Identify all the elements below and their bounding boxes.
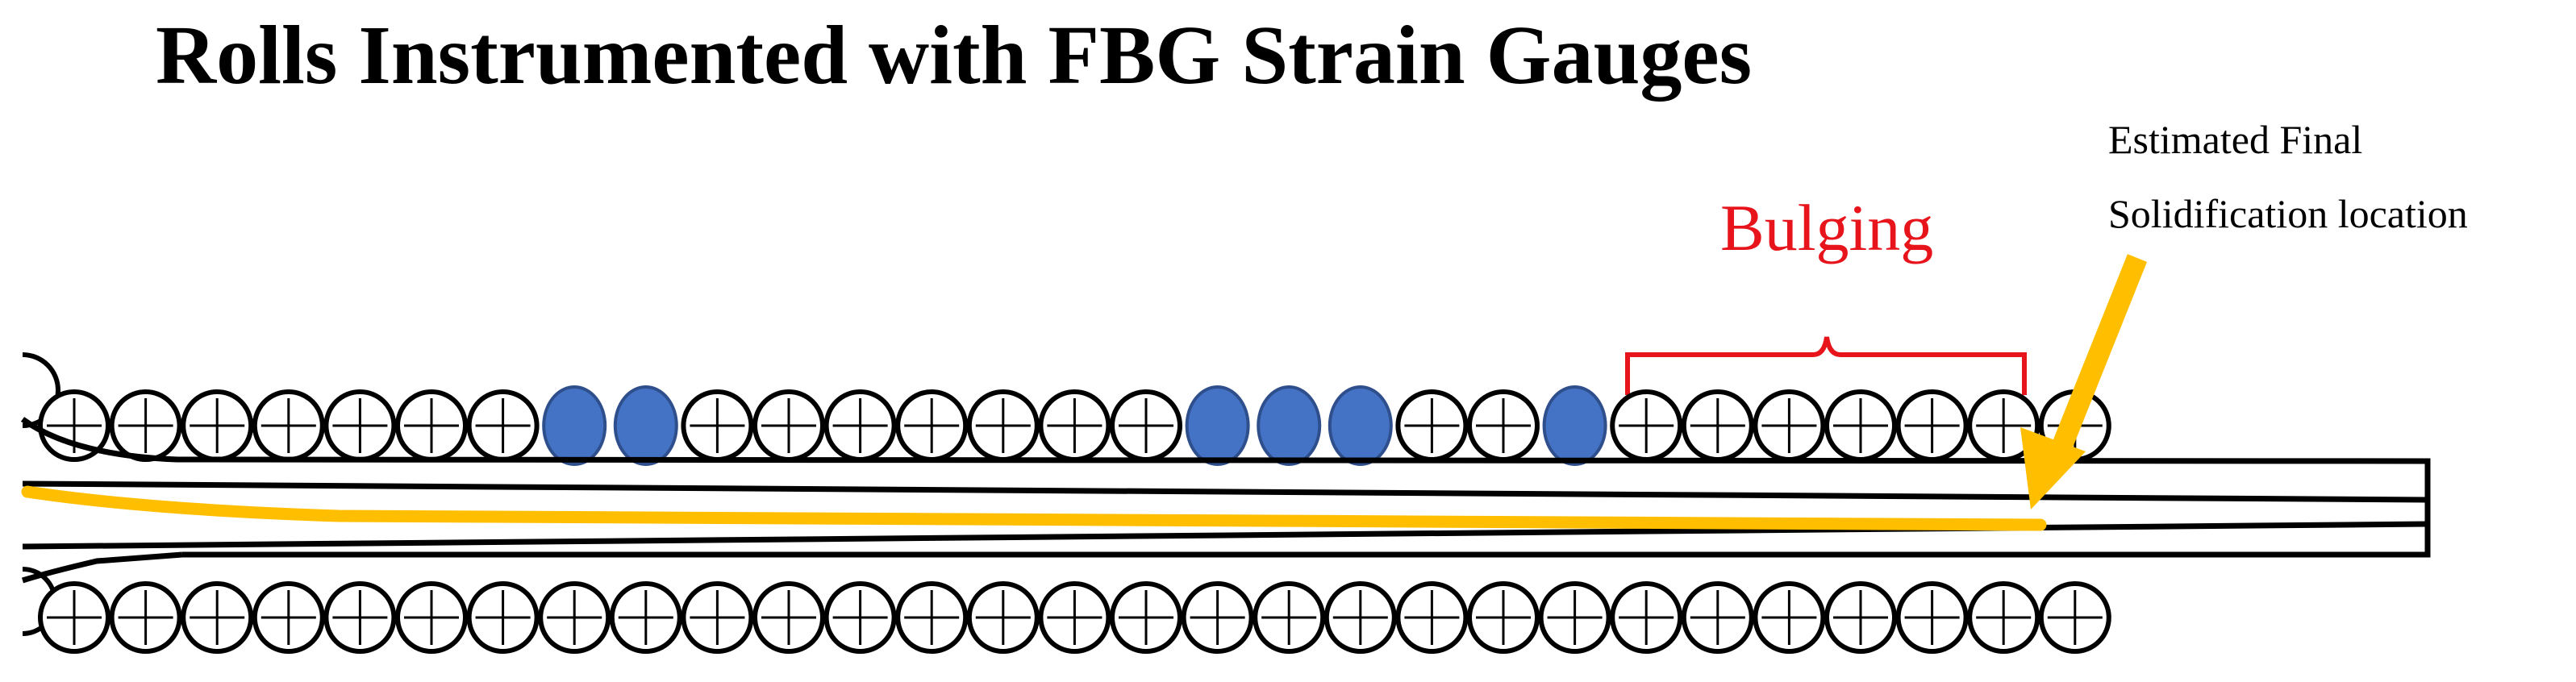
roll-icon (1253, 581, 1326, 654)
estimated-location-label-line1: Estimated Final (2108, 117, 2362, 162)
roll-icon (1467, 581, 1540, 654)
roll-icon (895, 389, 969, 462)
roll-icon (252, 581, 325, 654)
roll-icon (1610, 389, 1683, 462)
roll-icon (1038, 389, 1111, 462)
top-roll-row (22, 352, 2111, 466)
fbg-gauge-icon (1257, 385, 1322, 466)
roll-icon (323, 581, 397, 654)
diagram-title: Rolls Instrumented with FBG Strain Gauge… (156, 9, 1752, 102)
roll-icon (181, 581, 254, 654)
roll-icon (823, 389, 897, 462)
arrow-icon (2020, 254, 2148, 509)
roll-icon (1538, 581, 1611, 654)
roll-icon (181, 389, 254, 462)
roll-icon (1038, 581, 1111, 654)
roll-icon (1395, 389, 1469, 462)
roll-icon (895, 581, 969, 654)
roll-icon (1753, 389, 1826, 462)
roll-icon (1824, 389, 1897, 462)
bottom-roll-row (22, 567, 2111, 654)
fbg-gauge-icon (1542, 385, 1607, 466)
roll-icon (395, 581, 468, 654)
roll-icon (323, 389, 397, 462)
roll-icon (752, 389, 825, 462)
roll-icon (466, 389, 540, 462)
arrow-head (2020, 427, 2086, 509)
bulging-label: Bulging (1720, 191, 1933, 264)
roll-icon (1110, 389, 1182, 462)
roll-icon (1681, 389, 1754, 462)
fbg-gauge-icon (1185, 385, 1250, 466)
roll-icon (1610, 581, 1683, 654)
roll-icon (1395, 581, 1469, 654)
strand-inner-top (22, 480, 2428, 503)
entry-roll-top (22, 352, 60, 428)
strand-top-edge (20, 417, 2431, 558)
roll-icon (109, 581, 182, 654)
roll-icon (395, 389, 468, 462)
roll-icon (538, 581, 611, 654)
bracket-icon (1625, 336, 2027, 395)
roll-icon (1753, 581, 1826, 654)
roll-icon (966, 581, 1040, 654)
roll-icon (681, 389, 754, 462)
arrow-shaft (2046, 254, 2148, 464)
roll-icon (1110, 581, 1182, 654)
roll-icon (1323, 581, 1397, 654)
roll-icon (1895, 581, 1969, 654)
roll-icon (109, 389, 182, 462)
roll-icon (38, 581, 110, 654)
roll-icon (1681, 581, 1754, 654)
estimated-location-label-line2: Solidification location (2108, 191, 2468, 236)
roll-icon (1967, 581, 2040, 654)
roll-icon (2038, 581, 2111, 654)
roll-icon (609, 581, 682, 654)
strand-bottom-edge (21, 551, 183, 584)
roll-icon (1467, 389, 1540, 462)
roll-icon (752, 581, 825, 654)
roll-icon (823, 581, 897, 654)
roll-icon (681, 581, 754, 654)
solidification-line (21, 485, 2047, 531)
fbg-gauge-icon (613, 385, 678, 466)
roll-icon (966, 389, 1040, 462)
roll-icon (252, 389, 325, 462)
roll-icon (1824, 581, 1897, 654)
fbg-gauge-icon (542, 385, 607, 466)
roll-icon (1895, 389, 1969, 462)
roll-icon (466, 581, 540, 654)
roll-icon (38, 389, 110, 462)
fbg-gauge-icon (1328, 385, 1393, 466)
roll-icon (1181, 581, 1254, 654)
